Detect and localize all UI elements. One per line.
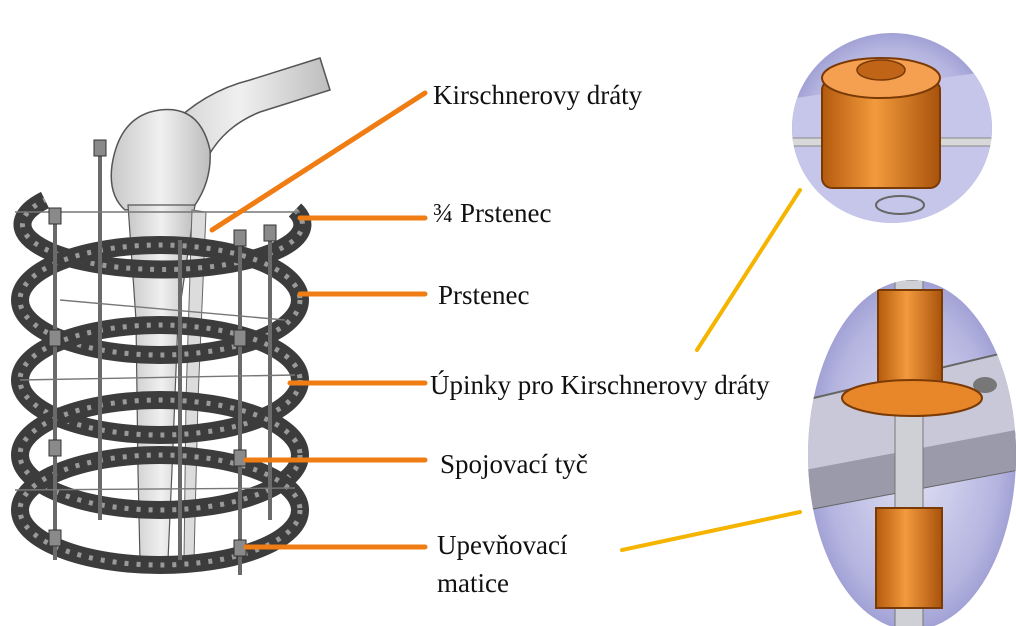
knee-joint: [111, 110, 210, 211]
label-connecting-rod: Spojovací tyč: [440, 449, 588, 480]
upper-nut: [878, 290, 942, 382]
fixator-illustration: [15, 58, 330, 575]
leader-nut-inset: [622, 512, 800, 550]
label-fixing-nut-line1: Upevňovací: [437, 530, 567, 561]
lower-nut: [876, 508, 942, 608]
label-kirschner-wires: Kirschnerovy dráty: [433, 80, 642, 111]
label-ring: Prstenec: [438, 280, 529, 311]
label-wire-clamps: Úpinky pro Kirschnerovy dráty: [430, 370, 770, 401]
leader-clamp-inset: [697, 190, 800, 350]
label-fixing-nut-line2: matice: [437, 568, 509, 599]
inset-fixing-nut: [805, 280, 1016, 626]
label-three-quarter-ring: ¾ Prstenec: [433, 198, 551, 229]
nut-washer: [842, 380, 982, 416]
inset-wire-clamp: [780, 33, 1000, 230]
